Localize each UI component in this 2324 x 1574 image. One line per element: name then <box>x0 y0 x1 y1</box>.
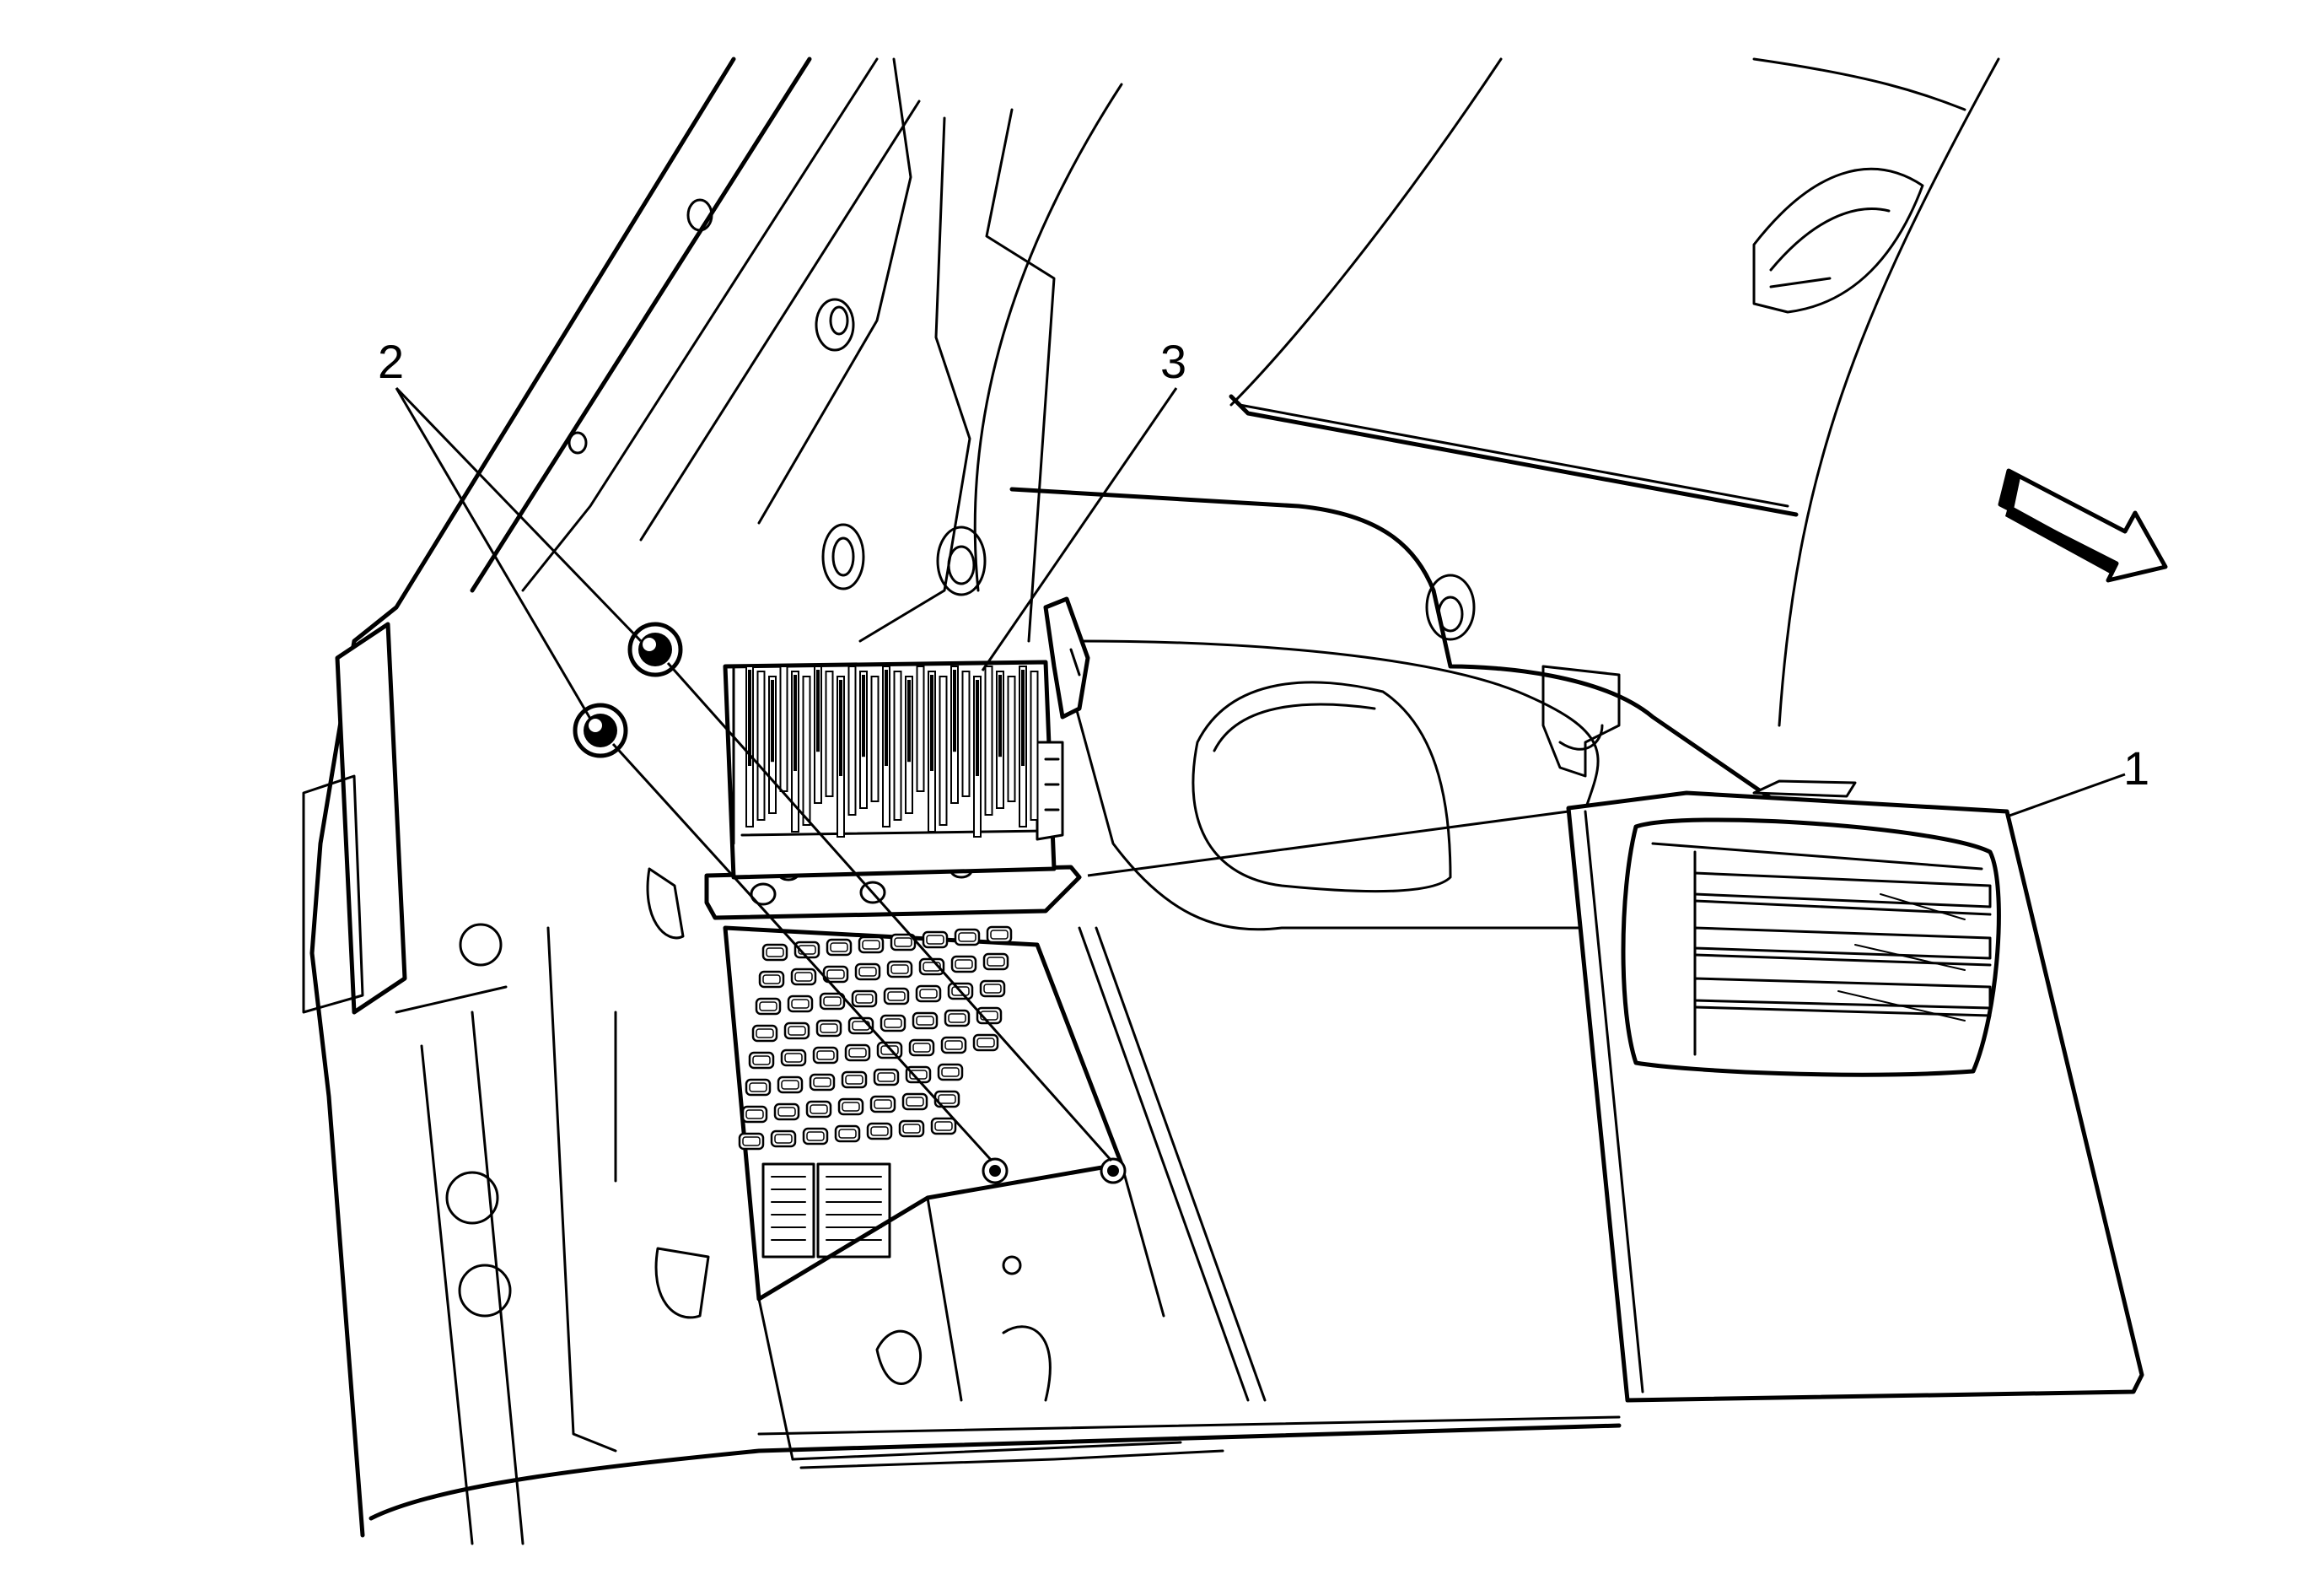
fuse-slot-inner <box>794 972 813 982</box>
fuse-slot-inner <box>870 1126 889 1136</box>
fuse-slot-inner <box>890 964 909 974</box>
fuse-slot-inner <box>912 1043 931 1053</box>
fuse-slot-inner <box>813 1077 831 1087</box>
fuse-slot-inner <box>934 1121 953 1131</box>
fuse-slot-inner <box>762 974 781 984</box>
heatsink-fin <box>825 671 834 797</box>
fuse-slot-inner <box>926 935 944 945</box>
heatsink-fin <box>893 671 902 821</box>
heatsink-fin <box>847 666 857 816</box>
fuse-slot-inner <box>777 1107 796 1117</box>
heatsink-fin <box>802 676 811 826</box>
fuse-slot-inner <box>983 984 1002 994</box>
fuse-slot-inner <box>756 1028 774 1038</box>
fuse-slot-inner <box>820 1023 838 1033</box>
fuse-slot-inner <box>816 1050 835 1060</box>
heatsink-fin <box>779 666 788 792</box>
fuse-slot-inner <box>987 957 1005 967</box>
fuse-slot-inner <box>826 969 845 979</box>
heatsink-fin-shadow <box>771 680 774 763</box>
fastener-studs-lower <box>982 1157 1127 1184</box>
heatsink-fin <box>870 676 880 802</box>
fuse-slot-inner <box>749 1082 767 1092</box>
fuse-slot-inner <box>938 1094 956 1104</box>
fuse-slot-inner <box>862 940 880 950</box>
fuse-slot-inner <box>823 996 842 1006</box>
heatsink-fin <box>984 666 993 816</box>
fuse-slot-inner <box>842 1102 860 1112</box>
forward-direction-arrow-icon <box>1998 468 2168 583</box>
fuse-slot-inner <box>788 1026 806 1036</box>
fuse-slot-inner <box>894 937 912 947</box>
trim-panel-with-vent <box>1566 779 2144 1403</box>
fastener-upper <box>627 622 683 677</box>
fuse-slot-inner <box>752 1055 771 1065</box>
fuse-slot-inner <box>880 1045 899 1055</box>
heatsink-fin-shadow <box>862 675 865 757</box>
fuse-slot-inner <box>766 947 784 957</box>
fuse-slot-inner <box>944 1040 963 1050</box>
fuse-slot-inner <box>976 1038 995 1048</box>
heatsink-fin-shadow <box>839 680 842 776</box>
fuse-slot-inner <box>774 1134 793 1144</box>
fuse-slot-inner <box>877 1072 896 1082</box>
heatsink-fin-shadow <box>976 680 979 776</box>
fuse-slot-inner <box>902 1124 921 1134</box>
fuse-slot-inner <box>855 994 874 1004</box>
fuse-slot-inner <box>806 1131 825 1141</box>
fuse-slot-inner <box>848 1048 867 1058</box>
callout-leaders <box>395 386 2126 1162</box>
heatsink-fin-shadow <box>885 670 888 766</box>
fuse-slot-inner <box>810 1104 828 1114</box>
fuse-slot-inner <box>916 1016 934 1026</box>
fuse-slot-inner <box>745 1109 764 1119</box>
fuse-slot-inner <box>742 1136 761 1146</box>
amplifier-heatsink-fins <box>745 666 1039 838</box>
fuse-slot-inner <box>845 1075 863 1085</box>
fuse-slot-inner <box>990 930 1009 940</box>
fuse-slot-inner <box>919 989 938 999</box>
fuse-slot-inner <box>874 1099 892 1109</box>
heatsink-fin-shadow <box>907 680 911 763</box>
heatsink-fin-shadow <box>793 675 797 771</box>
heatsink-fin <box>1030 671 1039 821</box>
fuse-slot-inner <box>838 1129 857 1139</box>
fuse-slot-inner <box>951 986 970 996</box>
vehicle-body-structure <box>302 57 2000 1545</box>
fuse-slot-inner <box>884 1018 902 1028</box>
callout-label-3: 3 <box>1160 335 1186 388</box>
fuse-slot-inner <box>791 999 810 1009</box>
fastener-lower <box>573 703 628 758</box>
fuse-slot-inner <box>781 1080 799 1090</box>
fuse-slot-inner <box>955 959 973 969</box>
fuse-slot-inner <box>941 1067 960 1077</box>
heatsink-fin <box>1007 676 1016 802</box>
fuse-slot-inner <box>887 991 906 1001</box>
fuse-slot-inner <box>923 962 941 972</box>
heatsink-fin-shadow <box>930 675 933 771</box>
heatsink-fin <box>756 671 766 821</box>
fuse-slot-inner <box>830 942 848 952</box>
callout-label-2: 2 <box>378 335 404 388</box>
fuse-slot-inner <box>858 967 877 977</box>
fuse-slot-inner <box>906 1097 924 1107</box>
heatsink-fin-shadow <box>1021 670 1025 766</box>
heatsink-fin <box>916 666 925 792</box>
heatsink-fin-shadow <box>816 670 820 752</box>
fuse-slot-inner <box>759 1001 777 1011</box>
heatsink-fin <box>939 676 948 826</box>
heatsink-fin-shadow <box>998 675 1002 757</box>
fuse-slot-inner <box>958 932 976 942</box>
heatsink-fin-shadow <box>953 670 956 752</box>
heatsink-fin <box>961 671 971 797</box>
fuse-slot-inner <box>948 1013 966 1023</box>
heatsink-fin-shadow <box>748 670 751 766</box>
fuse-slot-inner <box>784 1053 803 1063</box>
callout-label-1: 1 <box>2123 741 2149 795</box>
fuse-block-grid <box>738 925 1013 1151</box>
